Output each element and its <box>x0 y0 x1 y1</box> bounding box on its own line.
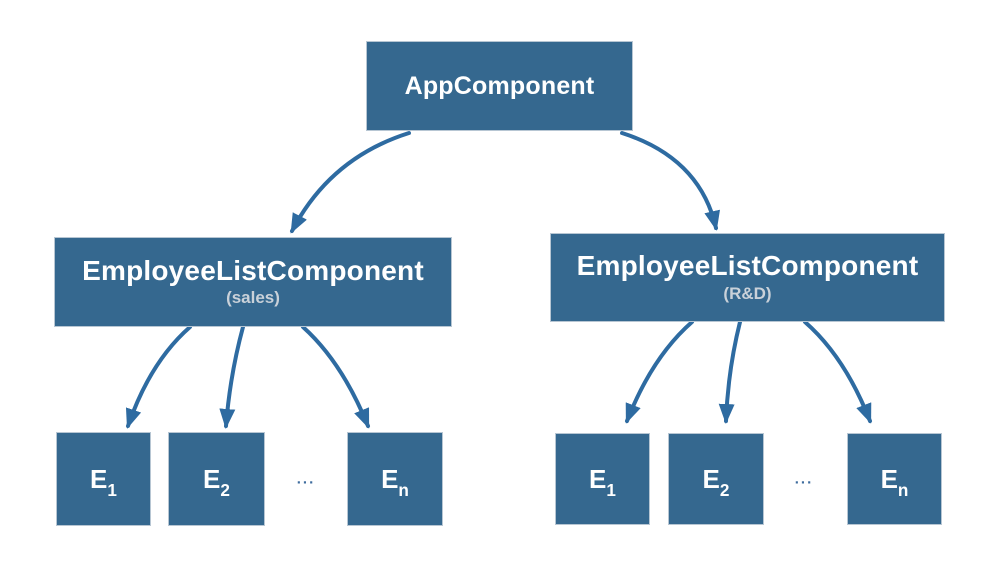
node-app-component: AppComponent <box>366 41 633 131</box>
node-title: EmployeeListComponent <box>82 254 424 286</box>
node-title: E2 <box>203 463 230 500</box>
node-title: E1 <box>589 463 616 500</box>
node-rnd-e1: E1 <box>555 433 650 525</box>
node-sales-en: En <box>347 432 443 526</box>
arrow-sales-to-e2 <box>219 325 245 429</box>
node-subtitle: (sales) <box>226 288 280 308</box>
arrow-sales-to-en <box>301 325 370 429</box>
node-rnd-e2: E2 <box>668 433 764 525</box>
node-title: EmployeeListComponent <box>576 250 919 282</box>
node-title: E1 <box>90 463 117 500</box>
ellipsis-sales: ... <box>296 470 316 488</box>
node-sales-e2: E2 <box>168 432 265 526</box>
node-title: AppComponent <box>404 71 595 100</box>
node-employee-list-rnd: EmployeeListComponent (R&D) <box>550 233 945 322</box>
node-rnd-en: En <box>847 433 942 525</box>
ellipsis-rnd: ... <box>794 470 814 488</box>
arrow-sales-to-e1 <box>125 325 192 429</box>
arrow-rnd-to-e1 <box>625 320 694 424</box>
arrow-rnd-to-en <box>803 320 872 424</box>
node-title: En <box>880 463 909 500</box>
arrow-rnd-to-e2 <box>718 320 742 424</box>
node-employee-list-sales: EmployeeListComponent (sales) <box>54 237 452 327</box>
node-title: E2 <box>702 463 730 500</box>
node-title: En <box>381 463 409 500</box>
arrow-app-to-rnd <box>620 131 721 231</box>
arrow-app-to-sales <box>290 131 411 234</box>
node-sales-e1: E1 <box>56 432 151 526</box>
node-subtitle: (R&D) <box>723 283 772 303</box>
